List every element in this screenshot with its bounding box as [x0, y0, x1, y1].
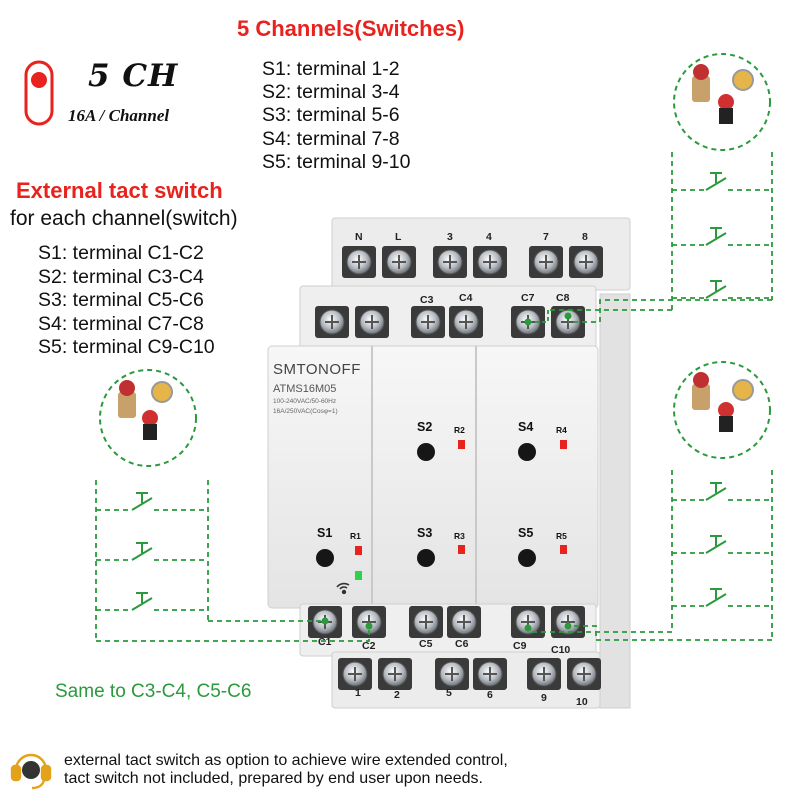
terminal-label: 6 — [487, 689, 493, 701]
switch-label-s1: S1 — [317, 526, 333, 540]
relay-label-r5: R5 — [556, 531, 567, 541]
terminal-label: C5 — [419, 638, 433, 650]
push-button-photo-icon — [673, 361, 771, 459]
switch-label-s5: S5 — [518, 526, 534, 540]
device-button-s1[interactable] — [316, 549, 334, 567]
terminal-label: 3 — [447, 231, 453, 243]
external-terminal-item: S4: terminal C7-C8 — [38, 312, 204, 335]
channel-count-badge: 5 CH — [88, 58, 179, 94]
terminal-label: C2 — [362, 640, 376, 652]
switch-label-s3: S3 — [417, 526, 433, 540]
terminal-label: 9 — [541, 692, 547, 704]
channel-terminal-item: S3: terminal 5-6 — [262, 104, 400, 127]
toggle-icon — [24, 60, 54, 126]
terminal-label: C9 — [513, 640, 527, 652]
switch-label-s4: S4 — [518, 420, 534, 434]
external-terminal-item: S3: terminal C5-C6 — [38, 289, 204, 312]
switch-label-s2: S2 — [417, 420, 433, 434]
device-button-s3[interactable] — [417, 549, 435, 567]
channel-terminal-item: S1: terminal 1-2 — [262, 58, 400, 80]
channel-terminal-item: S4: terminal 7-8 — [262, 127, 400, 150]
terminal-label: C1 — [318, 636, 332, 648]
terminal-label: 7 — [543, 231, 549, 243]
device-button-s4[interactable] — [518, 443, 536, 461]
channel-terminal-item: S2: terminal 3-4 — [262, 81, 400, 104]
terminal-label: N — [355, 231, 363, 243]
led-r1 — [355, 546, 362, 555]
terminal-label: C3 — [420, 294, 434, 306]
led-r5 — [560, 545, 567, 554]
channels-title: 5 Channels(Switches) — [237, 16, 465, 41]
terminal-label: C7 — [521, 292, 535, 304]
terminal-label: 10 — [576, 696, 588, 708]
device-spec-voltage: 100-240VAC/50-60Hz — [273, 398, 337, 405]
terminal-label: L — [395, 231, 402, 243]
footer-note: external tact switch as option to achiev… — [64, 752, 508, 788]
external-switch-title: External tact switch — [16, 178, 223, 203]
footer-note-line: tact switch not included, prepared by en… — [64, 770, 483, 787]
device-button-s5[interactable] — [518, 549, 536, 567]
current-rating-badge: 16A / Channel — [68, 106, 170, 125]
led-wifi — [355, 571, 362, 580]
terminal-label: 1 — [355, 687, 361, 699]
device-model: ATMS16M05 — [273, 383, 337, 395]
external-switch-subtitle: for each channel(switch) — [10, 207, 238, 230]
led-r3 — [458, 545, 465, 554]
same-wiring-note: Same to C3-C4, C5-C6 — [55, 681, 252, 702]
led-r2 — [458, 440, 465, 449]
relay-label-r4: R4 — [556, 425, 567, 435]
push-button-photo-icon — [99, 369, 197, 467]
channel-terminal-list: S1: terminal 1-2 S2: terminal 3-4 S3: te… — [262, 58, 411, 174]
device-button-s2[interactable] — [417, 443, 435, 461]
terminal-label: C4 — [459, 292, 473, 304]
footer-note-line: external tact switch as option to achiev… — [64, 752, 508, 769]
terminal-label: 4 — [486, 231, 492, 243]
terminal-label: C8 — [556, 292, 570, 304]
led-r4 — [560, 440, 567, 449]
terminal-label: 8 — [582, 231, 588, 243]
relay-label-r2: R2 — [454, 425, 465, 435]
external-terminal-list: S1: terminal C1-C2 S2: terminal C3-C4 S3… — [38, 242, 215, 360]
wifi-icon — [336, 582, 350, 595]
terminal-label: 5 — [446, 687, 452, 699]
channel-terminal-item: S5: terminal 9-10 — [262, 150, 411, 173]
external-terminal-item: S5: terminal C9-C10 — [38, 336, 215, 359]
external-terminal-item: S1: terminal C1-C2 — [38, 242, 204, 264]
device-spec-current: 16A/250VAC(Cosφ=1) — [273, 408, 338, 415]
push-button-photo-icon — [673, 53, 771, 151]
external-terminal-item: S2: terminal C3-C4 — [38, 265, 204, 288]
relay-label-r1: R1 — [350, 531, 361, 541]
relay-label-r3: R3 — [454, 531, 465, 541]
terminal-label: 2 — [394, 689, 400, 701]
terminal-label: C10 — [551, 644, 571, 656]
support-headset-icon — [10, 753, 52, 790]
device-brand: SMTONOFF — [273, 361, 361, 378]
terminal-label: C6 — [455, 638, 469, 650]
